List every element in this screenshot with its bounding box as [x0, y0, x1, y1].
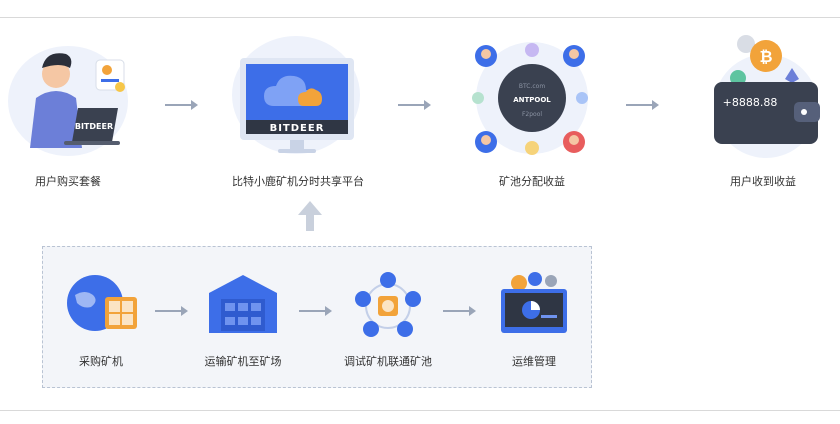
pool-name-1: BTC.com: [519, 83, 545, 90]
svg-text:₿: ₿: [759, 47, 772, 66]
step-debug-label: 调试矿机联通矿池: [344, 355, 432, 368]
arrow-right-icon: [299, 302, 333, 321]
pool-distribution-illustration: BTC.com ANTPOOL F2pool: [470, 34, 594, 164]
step-purchase-label: 采购矿机: [79, 355, 123, 368]
arrow-right-icon: [626, 96, 660, 115]
laptop-brand: BITDEER: [75, 122, 113, 131]
globe-miner-icon: [65, 273, 141, 333]
step-platform-label: 比特小鹿矿机分时共享平台: [232, 175, 364, 188]
step-ops-label: 运维管理: [512, 355, 556, 368]
pool-name-2: ANTPOOL: [513, 96, 551, 104]
arrow-up-icon: [296, 199, 324, 237]
platform-monitor-illustration: BITDEER: [226, 36, 366, 162]
arrow-right-icon: [398, 96, 432, 115]
wallet-illustration: ₿ +8888.88: [706, 32, 832, 162]
top-divider: [0, 17, 840, 18]
miner-network-icon: [353, 271, 423, 341]
maintenance-monitor-icon: [497, 271, 571, 337]
screen-brand: BITDEER: [270, 123, 325, 134]
step-income-label: 用户收到收益: [730, 175, 796, 188]
warehouse-icon: [207, 273, 279, 335]
bottom-divider: [0, 410, 840, 411]
user-buy-illustration: BITDEER: [8, 38, 138, 158]
step-user-buy-label: 用户购买套餐: [35, 175, 101, 188]
arrow-right-icon: [165, 96, 199, 115]
step-transport-label: 运输矿机至矿场: [204, 355, 282, 368]
mining-operations-panel: 采购矿机 运输矿机至矿场 调试矿机联通矿: [42, 246, 592, 388]
step-pool-label: 矿池分配收益: [499, 175, 565, 188]
arrow-right-icon: [155, 302, 189, 321]
wallet-amount: +8888.88: [723, 96, 778, 109]
arrow-right-icon: [443, 302, 477, 321]
pool-name-3: F2pool: [522, 111, 542, 118]
